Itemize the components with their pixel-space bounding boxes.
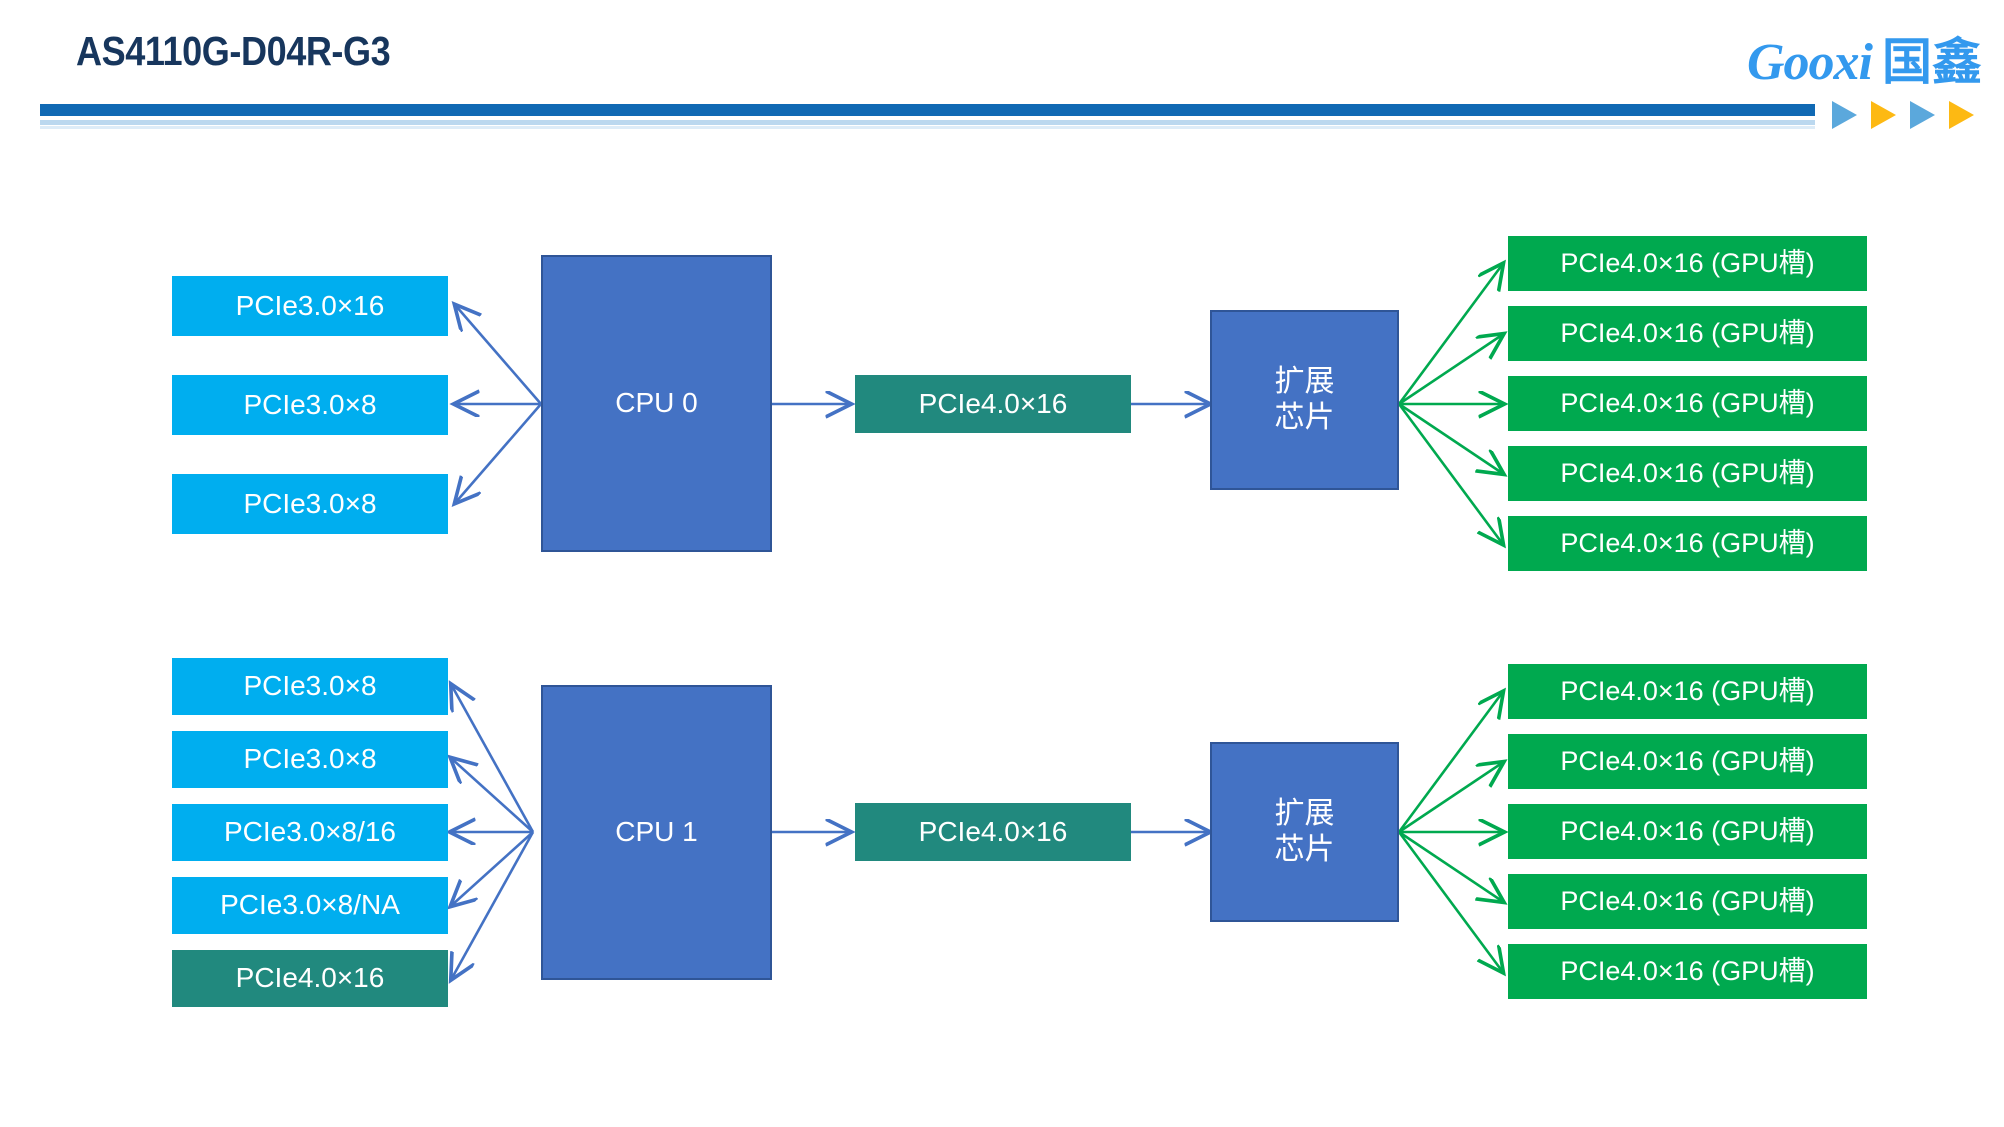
cpu1-left-slot-4-label: PCIe3.0×8/NA (220, 889, 400, 921)
cpu0-gpu-slot-2[interactable]: PCIe4.0×16 (GPU槽) (1508, 306, 1867, 361)
cpu0-uplink-label: PCIe4.0×16 (918, 387, 1068, 419)
cpu0-uplink-link[interactable]: PCIe4.0×16 (855, 375, 1131, 433)
cpu1-block[interactable]: CPU 1 (541, 685, 772, 980)
cpu1-left-slot-2[interactable]: PCIe3.0×8 (172, 731, 448, 788)
cpu1-gpu-slot-5-label: PCIe4.0×16 (GPU槽) (1560, 955, 1815, 986)
cpu1-gpu-slot-3[interactable]: PCIe4.0×16 (GPU槽) (1508, 804, 1867, 859)
cpu1-left-slot-5-label: PCIe4.0×16 (235, 962, 385, 994)
cpu0-block[interactable]: CPU 0 (541, 255, 772, 552)
cpu0-gpu-slot-4-label: PCIe4.0×16 (GPU槽) (1560, 457, 1815, 488)
cpu0-left-slot-3[interactable]: PCIe3.0×8 (172, 474, 448, 534)
cpu1-gpu-slot-4-label: PCIe4.0×16 (GPU槽) (1560, 885, 1815, 916)
header-accent-bar (40, 104, 1815, 116)
cpu1-switch-chip-line1: 扩展 (1274, 797, 1335, 830)
triangle-icon-4 (1949, 101, 1974, 129)
cpu0-gpu-slot-5-label: PCIe4.0×16 (GPU槽) (1560, 527, 1815, 558)
brand-logo-latin: Gooxi (1747, 34, 1873, 91)
cpu1-gpu-slot-4[interactable]: PCIe4.0×16 (GPU槽) (1508, 874, 1867, 929)
cpu1-left-slot-3-label: PCIe3.0×8/16 (223, 816, 397, 848)
cpu0-gpu-slot-1[interactable]: PCIe4.0×16 (GPU槽) (1508, 236, 1867, 291)
cpu1-gpu-slot-3-label: PCIe4.0×16 (GPU槽) (1560, 815, 1815, 846)
cpu1-uplink-label: PCIe4.0×16 (918, 815, 1068, 847)
cpu1-uplink-link[interactable]: PCIe4.0×16 (855, 803, 1131, 861)
triangle-icon-1 (1832, 101, 1857, 129)
brand-triangle-row (1832, 101, 1974, 129)
cpu0-gpu-slot-4[interactable]: PCIe4.0×16 (GPU槽) (1508, 446, 1867, 501)
page-title: AS4110G-D04R-G3 (76, 28, 391, 74)
cpu1-left-slot-3[interactable]: PCIe3.0×8/16 (172, 804, 448, 861)
header-accent-bar-light (40, 120, 1815, 125)
header-accent-bar-lightest (40, 126, 1815, 129)
cpu0-left-slot-3-label: PCIe3.0×8 (243, 487, 377, 519)
cpu1-left-slot-5[interactable]: PCIe4.0×16 (172, 950, 448, 1007)
cpu1-switch-chip[interactable]: 扩展 芯片 (1210, 742, 1399, 922)
triangle-icon-2 (1871, 101, 1896, 129)
cpu1-left-slot-1[interactable]: PCIe3.0×8 (172, 658, 448, 715)
cpu0-left-slot-2[interactable]: PCIe3.0×8 (172, 375, 448, 435)
cpu1-gpu-slot-1[interactable]: PCIe4.0×16 (GPU槽) (1508, 664, 1867, 719)
cpu1-gpu-slot-1-label: PCIe4.0×16 (GPU槽) (1560, 675, 1815, 706)
triangle-icon-3 (1910, 101, 1935, 129)
cpu1-switch-chip-line2: 芯片 (1274, 833, 1335, 866)
cpu0-gpu-slot-1-label: PCIe4.0×16 (GPU槽) (1560, 247, 1815, 278)
cpu1-left-slot-4[interactable]: PCIe3.0×8/NA (172, 877, 448, 934)
cpu1-gpu-slot-2-label: PCIe4.0×16 (GPU槽) (1560, 745, 1815, 776)
cpu0-left-slot-2-label: PCIe3.0×8 (243, 388, 377, 420)
cpu0-switch-chip-line1: 扩展 (1274, 365, 1335, 398)
cpu0-left-slot-1[interactable]: PCIe3.0×16 (172, 276, 448, 336)
cpu0-gpu-slot-3-label: PCIe4.0×16 (GPU槽) (1560, 387, 1815, 418)
cpu0-switch-chip-line2: 芯片 (1274, 401, 1335, 434)
brand-logo-cjk: 国鑫 (1882, 33, 1982, 91)
cpu0-gpu-slot-5[interactable]: PCIe4.0×16 (GPU槽) (1508, 516, 1867, 571)
cpu1-label: CPU 1 (615, 816, 698, 848)
cpu1-left-slot-1-label: PCIe3.0×8 (243, 670, 377, 702)
cpu0-gpu-slot-3[interactable]: PCIe4.0×16 (GPU槽) (1508, 376, 1867, 431)
cpu0-label: CPU 0 (615, 387, 698, 419)
cpu1-gpu-slot-5[interactable]: PCIe4.0×16 (GPU槽) (1508, 944, 1867, 999)
cpu0-gpu-slot-2-label: PCIe4.0×16 (GPU槽) (1560, 317, 1815, 348)
cpu1-gpu-slot-2[interactable]: PCIe4.0×16 (GPU槽) (1508, 734, 1867, 789)
cpu1-left-slot-2-label: PCIe3.0×8 (243, 743, 377, 775)
cpu0-switch-chip[interactable]: 扩展 芯片 (1210, 310, 1399, 490)
cpu0-left-slot-1-label: PCIe3.0×16 (235, 289, 385, 321)
